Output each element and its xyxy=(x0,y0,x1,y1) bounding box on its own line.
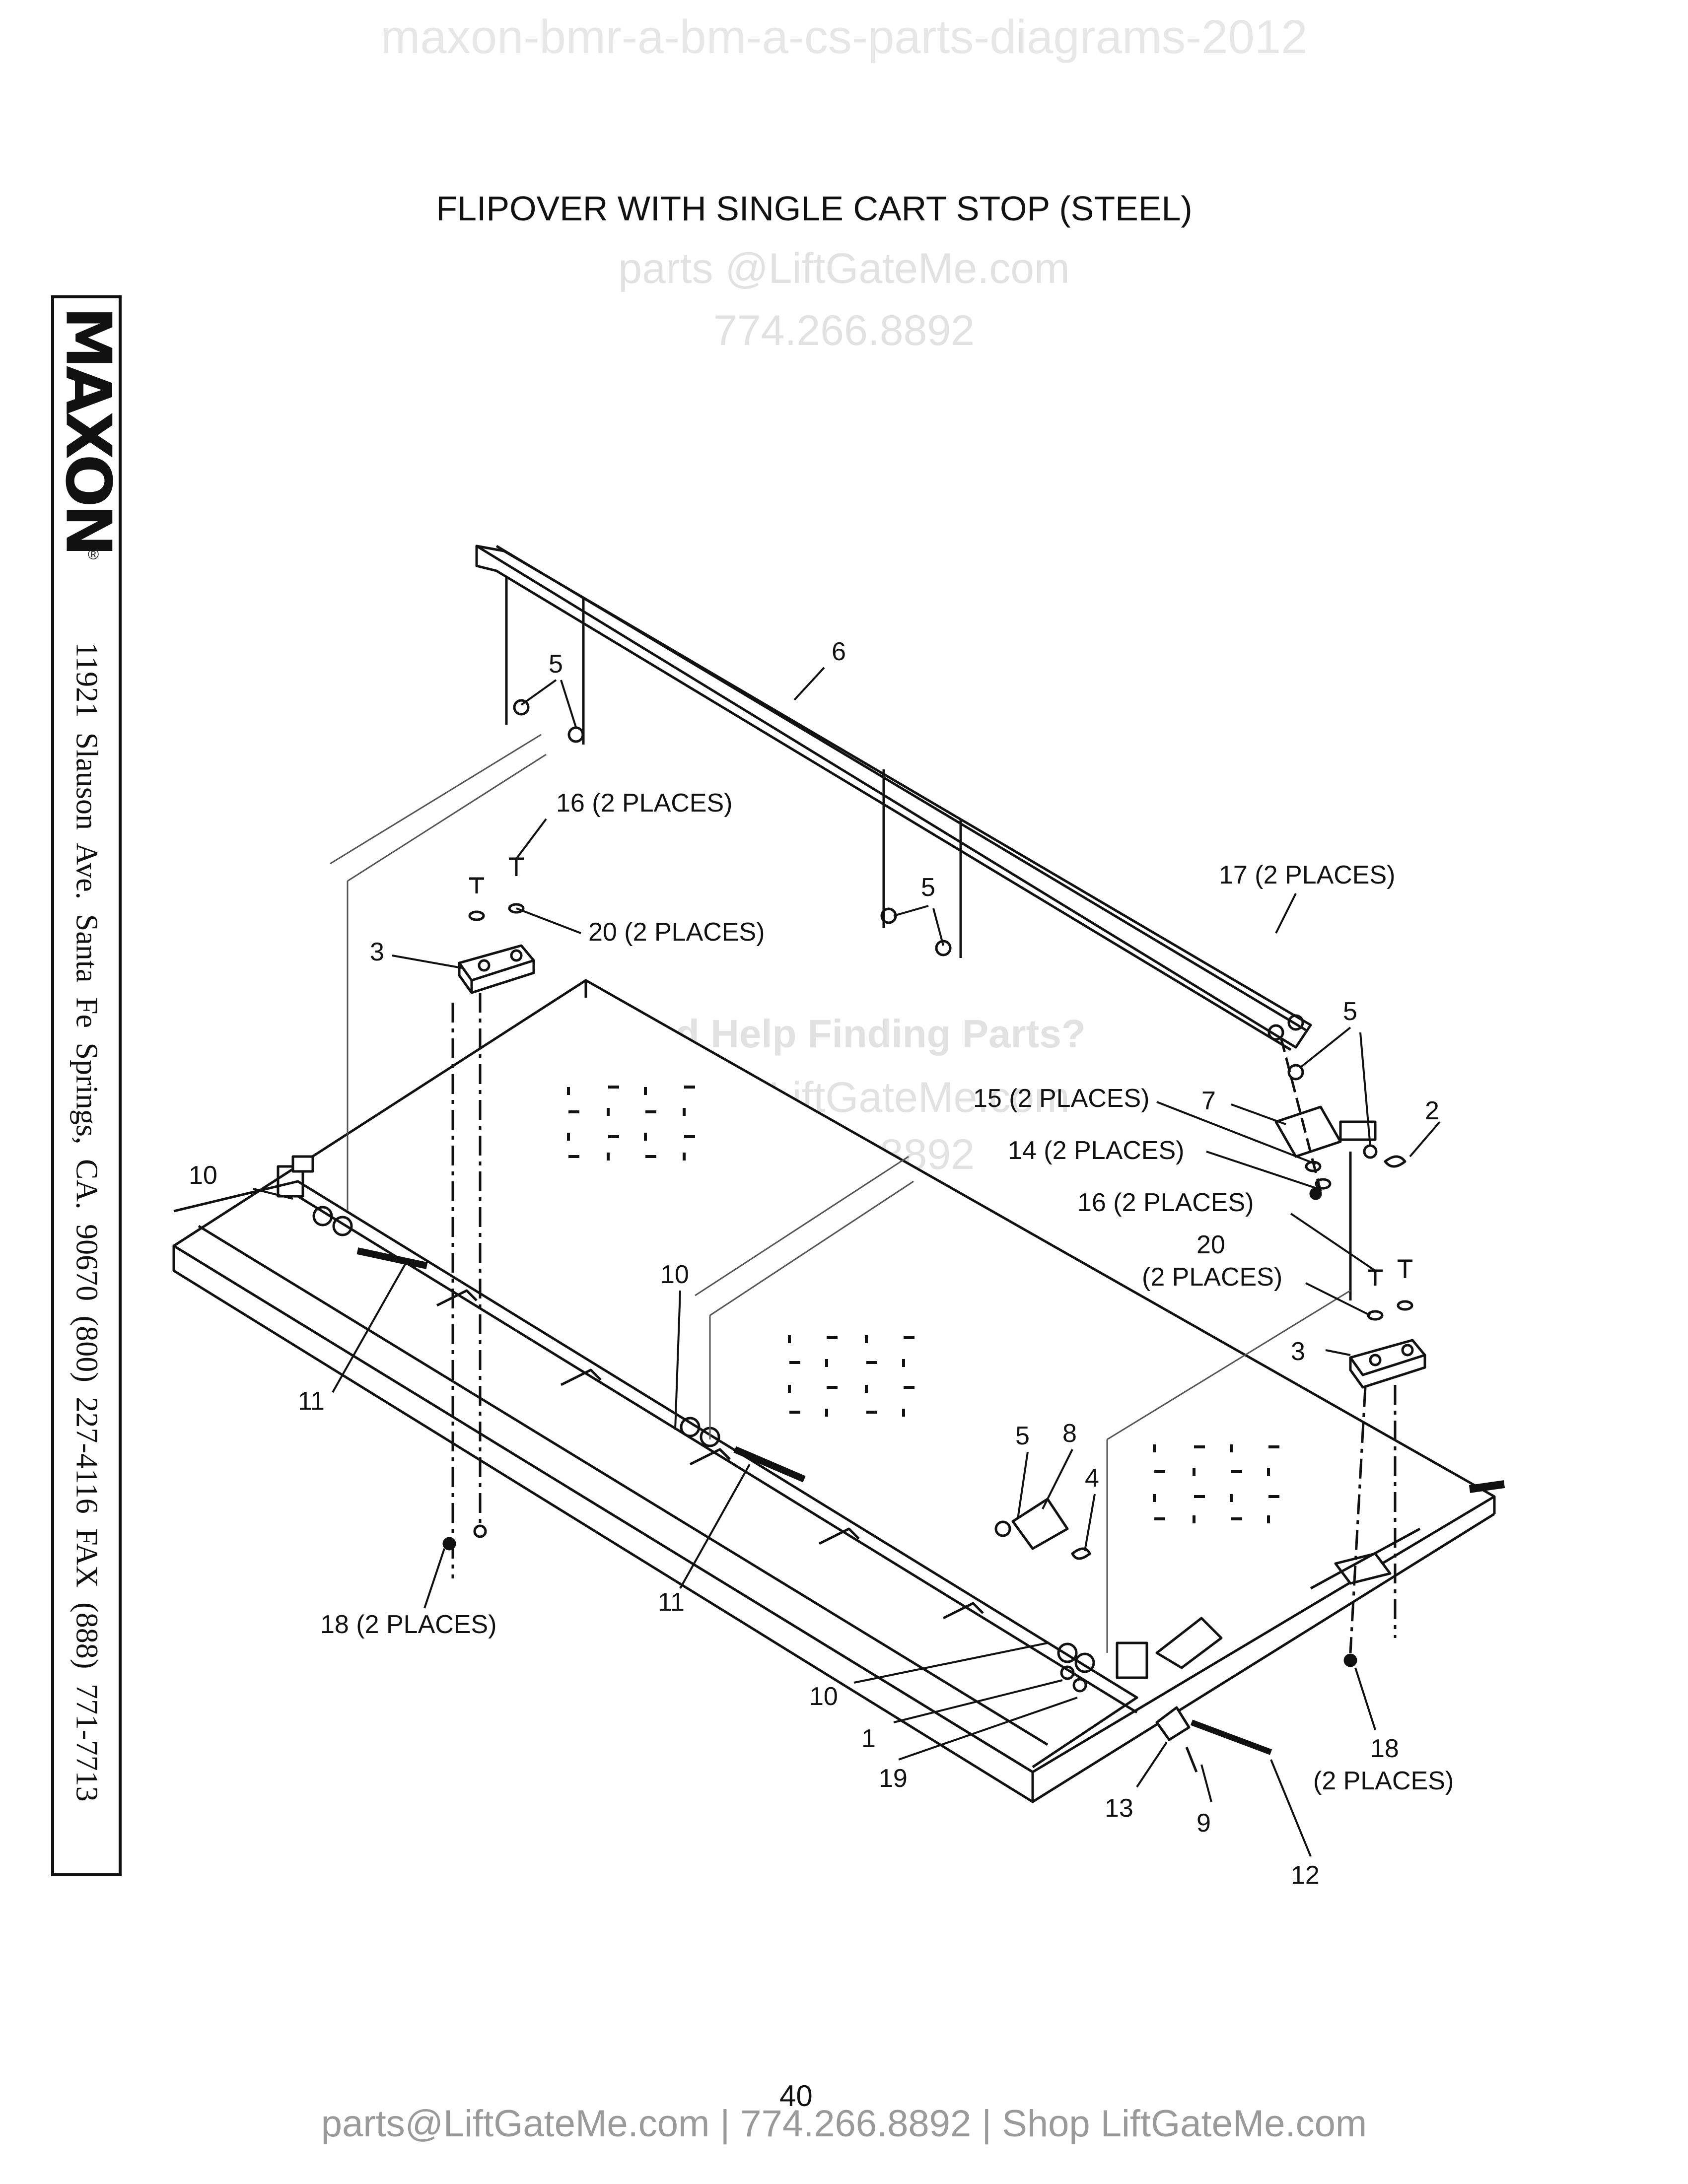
callout-16-left: 16 (2 PLACES) xyxy=(556,789,733,818)
mounting-block-left xyxy=(458,944,535,994)
mounting-block-right xyxy=(1349,1339,1426,1389)
callout-5-d: 5 xyxy=(1015,1422,1030,1450)
maxon-sidebar: MAXON ® 11921 Slauson Ave. Santa Fe Spri… xyxy=(51,295,125,1876)
footer-contact: parts@LiftGateMe.com | 774.266.8892 | Sh… xyxy=(321,2103,1367,2145)
reference-lines xyxy=(330,734,1351,1653)
callout-13: 13 xyxy=(1105,1794,1133,1823)
hardware-left xyxy=(442,699,952,1578)
callout-3-left: 3 xyxy=(370,938,384,966)
maxon-logo-text: MAXON xyxy=(52,306,125,554)
callout-7: 7 xyxy=(1201,1087,1216,1115)
registered-mark: ® xyxy=(88,546,99,563)
callout-20-right-number: 20 xyxy=(1196,1230,1225,1259)
release-linkage xyxy=(1060,1617,1272,1773)
page-title: FLIPOVER WITH SINGLE CART STOP (STEEL) xyxy=(436,189,1193,228)
watermark-top: maxon-bmr-a-bm-a-cs-parts-diagrams-2012 xyxy=(380,10,1308,64)
callout-6: 6 xyxy=(832,637,846,666)
callout-11-mid: 11 xyxy=(658,1588,685,1617)
callout-18-right-number: 18 xyxy=(1370,1734,1399,1763)
callout-20-left: 20 (2 PLACES) xyxy=(588,918,765,947)
callout-5-a: 5 xyxy=(549,650,563,679)
company-address: 11921 Slauson Ave. Santa Fe Springs, CA.… xyxy=(54,576,119,1867)
callout-leaders xyxy=(253,667,1441,1857)
callout-9: 9 xyxy=(1196,1809,1211,1838)
platform-traction-pattern xyxy=(567,1086,1279,1523)
callout-1: 1 xyxy=(861,1724,876,1753)
cart-stop-plate xyxy=(994,1498,1091,1560)
callout-10-right: 10 xyxy=(809,1682,838,1711)
cart-stop-bracket xyxy=(1274,1037,1407,1200)
callout-5-b: 5 xyxy=(921,873,935,902)
cart-stop-bar xyxy=(475,545,1312,1051)
callout-20-right-places: (2 PLACES) xyxy=(1142,1263,1282,1292)
callout-10-left: 10 xyxy=(189,1161,217,1190)
callout-16-right: 16 (2 PLACES) xyxy=(1077,1188,1254,1217)
callout-19: 19 xyxy=(879,1764,908,1793)
callout-17: 17 (2 PLACES) xyxy=(1219,861,1396,889)
callout-2: 2 xyxy=(1425,1096,1439,1125)
callout-5-c: 5 xyxy=(1343,997,1357,1026)
watermark-phone-1: 774.266.8892 xyxy=(713,307,975,354)
hardware-right xyxy=(1343,1152,1413,1667)
callout-10-mid: 10 xyxy=(660,1260,689,1289)
callout-3-right: 3 xyxy=(1291,1337,1305,1366)
company-address-text: 11921 Slauson Ave. Santa Fe Springs, CA.… xyxy=(70,641,104,1802)
callout-14: 14 (2 PLACES) xyxy=(1008,1136,1185,1165)
callout-8: 8 xyxy=(1062,1419,1077,1448)
callout-18-left: 18 (2 PLACES) xyxy=(320,1610,497,1639)
callout-18-right-places: (2 PLACES) xyxy=(1313,1767,1454,1795)
callout-4: 4 xyxy=(1085,1464,1099,1493)
flipover-platform xyxy=(172,979,1505,1803)
watermark-email-1: parts @LiftGateMe.com xyxy=(618,245,1069,292)
maxon-logo: MAXON xyxy=(52,306,125,553)
callout-12: 12 xyxy=(1291,1861,1320,1890)
callout-11-left: 11 xyxy=(298,1387,325,1416)
callout-15: 15 (2 PLACES) xyxy=(973,1084,1150,1113)
page-number: 40 xyxy=(779,2079,813,2113)
